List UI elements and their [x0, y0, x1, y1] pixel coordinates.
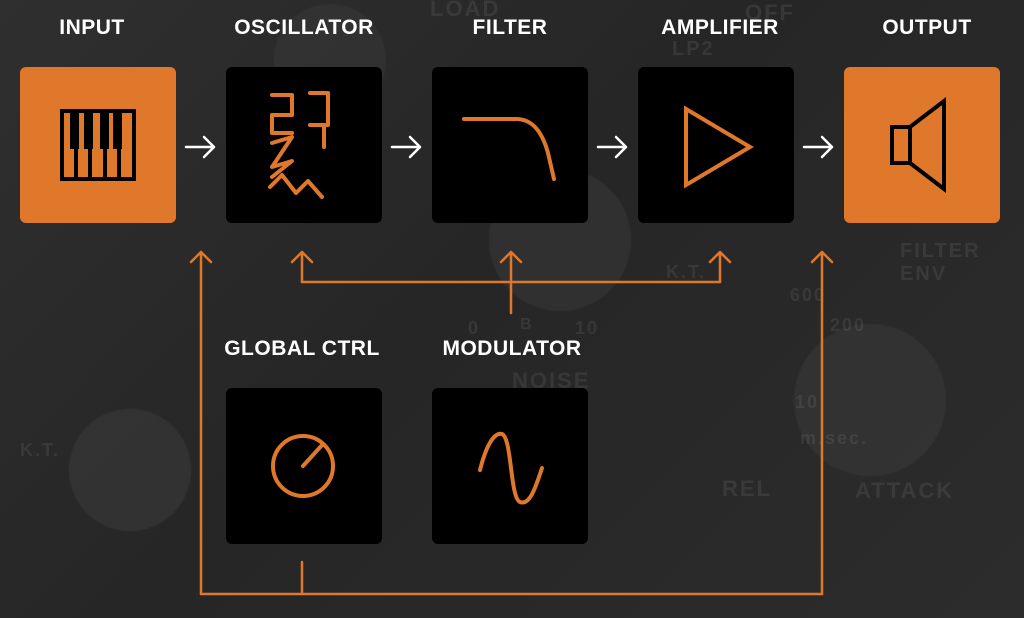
bg-label-load: LOAD [430, 0, 501, 21]
amplifier-triangle-icon [684, 105, 754, 189]
bg-label-rel: REL [722, 476, 772, 501]
knob-icon [271, 434, 335, 498]
module-amplifier [638, 67, 794, 223]
lowpass-curve-icon [462, 117, 556, 181]
module-title-input: INPUT [59, 16, 125, 39]
module-modulator [432, 388, 588, 544]
module-title-filter: FILTER [472, 16, 548, 39]
bg-label-200: 200 [830, 315, 867, 335]
bg-label-600: 600 [790, 285, 827, 305]
arrow-oscillator-to-filter [390, 135, 422, 159]
bg-label-kt-2: K.T. [666, 262, 707, 282]
triangle-wave-icon [268, 173, 324, 199]
module-input [20, 67, 176, 223]
bg-label-lp2: LP2 [672, 38, 715, 60]
module-title-output: OUTPUT [882, 16, 972, 39]
module-title-global-ctrl: GLOBAL CTRL [224, 337, 380, 360]
bg-label-filter-env: FILTER ENV [900, 240, 981, 285]
sine-pulse-icon [308, 91, 330, 149]
module-output [844, 67, 1000, 223]
arrow-filter-to-amplifier [596, 135, 628, 159]
module-title-modulator: MODULATOR [442, 337, 582, 360]
speaker-icon [890, 96, 946, 194]
bg-label-kt: K.T. [20, 440, 61, 460]
arrow-input-to-oscillator [184, 135, 216, 159]
bg-label-off: OFF [745, 0, 795, 25]
waveforms-icon [268, 91, 330, 199]
module-global-ctrl [226, 388, 382, 544]
arrow-amplifier-to-output [802, 135, 834, 159]
sine-wave-icon [478, 431, 544, 505]
bg-label-b: B [520, 316, 534, 333]
sawtooth-wave-icon [270, 135, 294, 179]
wire-global-ctrl-bus [189, 250, 834, 596]
module-title-amplifier: AMPLIFIER [661, 16, 779, 39]
piano-keys-icon [60, 109, 136, 181]
module-oscillator [226, 67, 382, 223]
square-wave-icon [270, 93, 294, 135]
bg-label-0: 0 [468, 318, 481, 338]
module-title-oscillator: OSCILLATOR [234, 16, 374, 39]
bg-label-10: 10 [795, 392, 820, 412]
module-filter [432, 67, 588, 223]
wire-modulator-bus [290, 250, 732, 315]
bg-label-msec: m.sec. [800, 428, 869, 448]
bg-label-attack: ATTACK [855, 478, 955, 503]
bg-label-10-b: 10 [575, 318, 600, 338]
